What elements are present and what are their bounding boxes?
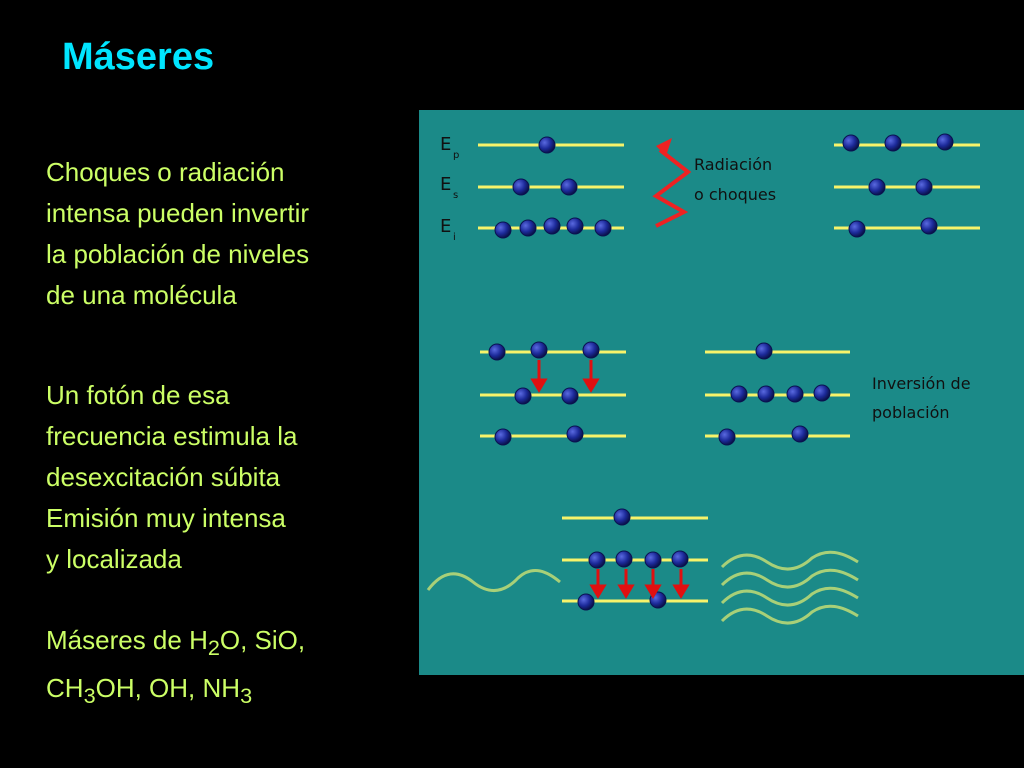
inversion-label-line2: población: [872, 403, 950, 422]
svg-text:i: i: [453, 232, 456, 243]
level-label-es: E s: [440, 174, 458, 201]
lightning-tip-icon: [656, 138, 672, 156]
molecule-particle: [530, 341, 548, 359]
arrow-down-icon: [530, 378, 548, 393]
emitted-photon-waves: [720, 550, 859, 625]
molecule-particle: [588, 551, 606, 569]
molecule-particle: [671, 550, 689, 568]
molecule-particle: [786, 385, 804, 403]
subscript: 2: [207, 635, 220, 661]
arrow-down-icon: [672, 584, 690, 599]
particles: [488, 133, 954, 611]
molecule-particle: [884, 134, 902, 152]
molecule-particle: [577, 593, 595, 611]
molecule-particle: [488, 343, 506, 361]
svg-text:E: E: [440, 134, 451, 155]
arrow-down-icon: [582, 378, 600, 393]
emitted-wave-icon: [720, 586, 859, 607]
radiation-label-line1: Radiación: [694, 155, 772, 174]
molecule-particle: [842, 134, 860, 152]
level-label-ei: E i: [440, 216, 456, 243]
emitted-wave-icon: [720, 550, 859, 571]
arrow-down-icon: [617, 584, 635, 599]
molecule-particle: [538, 136, 556, 154]
molecule-particle: [494, 221, 512, 239]
text-line: intensa pueden invertir: [46, 198, 310, 228]
inversion-label-line1: Inversión de: [872, 374, 971, 393]
svg-text:E: E: [440, 216, 451, 237]
text-line: desexcitación súbita: [46, 462, 281, 492]
molecule-particle: [848, 220, 866, 238]
text-line: Choques o radiación: [46, 157, 285, 187]
text-line: de una molécula: [46, 280, 237, 310]
molecule-particle: [920, 217, 938, 235]
molecule-particle: [566, 425, 584, 443]
molecule-particle: [791, 425, 809, 443]
molecule-particle: [936, 133, 954, 151]
molecule-particle: [868, 178, 886, 196]
molecule-particle: [519, 219, 537, 237]
svg-text:E: E: [440, 174, 451, 195]
transition-arrows: [530, 360, 690, 599]
molecule-particle: [594, 219, 612, 237]
molecule-particle: [813, 384, 831, 402]
text-fragment: Máseres de H: [46, 625, 208, 655]
emitted-wave-icon: [720, 568, 859, 589]
molecule-particle: [757, 385, 775, 403]
text-fragment: CH: [46, 673, 84, 704]
radiation-label-line2: o choques: [694, 185, 776, 204]
subscript: 3: [83, 683, 96, 709]
text-fragment: OH, OH, NH: [95, 673, 241, 704]
text-line: Emisión muy intensa: [46, 503, 286, 533]
text-line: CH3OH, OH, NH3: [46, 668, 305, 716]
svg-text:p: p: [453, 150, 459, 161]
molecule-particle: [560, 178, 578, 196]
molecule-particle: [730, 385, 748, 403]
svg-text:s: s: [453, 190, 458, 201]
molecule-particle: [613, 508, 631, 526]
text-line: y localizada: [46, 544, 182, 574]
paragraph-population-inversion: Choques o radiación intensa pueden inver…: [46, 152, 309, 316]
molecule-particle: [915, 178, 933, 196]
molecule-particle: [615, 550, 633, 568]
molecule-particle: [512, 178, 530, 196]
arrow-down-icon: [644, 584, 662, 599]
molecule-particle: [718, 428, 736, 446]
text-line: la población de niveles: [46, 239, 310, 269]
lightning-icon: [652, 148, 692, 228]
text-line: Un fotón de esa: [46, 380, 230, 410]
level-label-ep: E p: [440, 134, 459, 161]
molecule-particle: [514, 387, 532, 405]
emitted-wave-icon: [720, 604, 859, 625]
text-line: Máseres de H2O, SiO,: [46, 620, 305, 668]
molecule-particle: [755, 342, 773, 360]
incoming-photon-wave-icon: [426, 568, 561, 592]
arrow-down-icon: [589, 584, 607, 599]
molecule-particle: [644, 551, 662, 569]
paragraph-stimulated-emission: Un fotón de esa frecuencia estimula la d…: [46, 375, 297, 580]
molecule-particle: [566, 217, 584, 235]
molecule-particle: [561, 387, 579, 405]
text-fragment: O, SiO,: [219, 625, 306, 655]
molecule-particle: [543, 217, 561, 235]
paragraph-maser-molecules: Máseres de H2O, SiO, CH3OH, OH, NH3: [46, 620, 305, 716]
slide-title: Máseres: [62, 36, 215, 78]
molecule-particle: [582, 341, 600, 359]
subscript: 3: [240, 683, 253, 709]
molecule-particle: [494, 428, 512, 446]
text-line: frecuencia estimula la: [46, 421, 298, 451]
